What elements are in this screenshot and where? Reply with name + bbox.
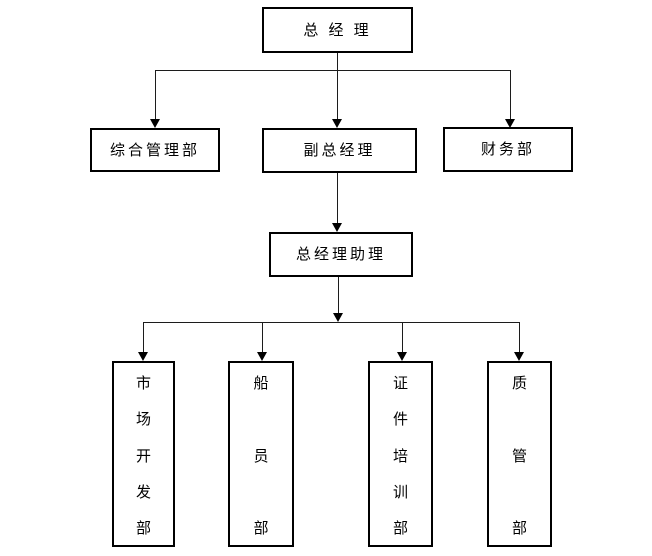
vertical-label-char: 开 [135,447,151,465]
arrow-down-icon [397,352,407,361]
node-admin-dept: 综合管理部 [90,128,220,172]
connector-drop-deputy [337,70,338,119]
node-crew-dept: 船 员 部 [228,361,294,547]
vertical-label-char: 员 [253,447,269,465]
node-gm-assistant: 总经理助理 [269,232,413,277]
node-certificate-training-dept: 证 件 培 训 部 [368,361,433,547]
connector-drop-certificate [402,322,403,352]
node-finance-dept: 财务部 [443,127,573,172]
connector-drop-admin [155,70,156,119]
connector-deputy-assistant [337,173,338,223]
connector-drop-finance [510,70,511,119]
vertical-label-char: 质 [511,375,527,392]
arrow-down-icon [138,352,148,361]
vertical-label-char: 发 [135,483,151,501]
vertical-label-char: 管 [511,447,527,465]
connector-drop-quality [519,322,520,352]
vertical-label-char: 培 [392,447,408,465]
node-market-dev-dept: 市 场 开 发 部 [112,361,175,547]
arrow-down-icon [514,352,524,361]
node-general-manager: 总 经 理 [262,7,413,53]
arrow-down-icon [257,352,267,361]
connector-assistant-stub [338,277,339,313]
arrow-down-icon [150,119,160,128]
vertical-label-char: 部 [135,520,151,537]
vertical-label-char: 市 [135,375,151,392]
vertical-label-char: 件 [392,411,408,429]
arrow-down-icon [332,119,342,128]
vertical-label-char: 船 [253,375,269,392]
vertical-label-char: 部 [253,520,269,537]
connector-drop-market [143,322,144,352]
vertical-label-char: 训 [392,483,408,501]
connector-level4-rail [143,322,520,323]
vertical-label-char: 部 [392,520,408,537]
node-deputy-gm: 副总经理 [262,128,417,173]
vertical-label-char: 场 [135,411,151,429]
vertical-label-char: 部 [511,520,527,537]
connector-gm-stub [337,53,338,70]
vertical-label-char: 证 [392,375,408,392]
arrow-down-icon [505,119,515,128]
connector-level2-rail [155,70,511,71]
connector-drop-crew [262,322,263,352]
arrow-down-icon [333,313,343,322]
node-quality-mgmt-dept: 质 管 部 [487,361,552,547]
arrow-down-icon [332,223,342,232]
